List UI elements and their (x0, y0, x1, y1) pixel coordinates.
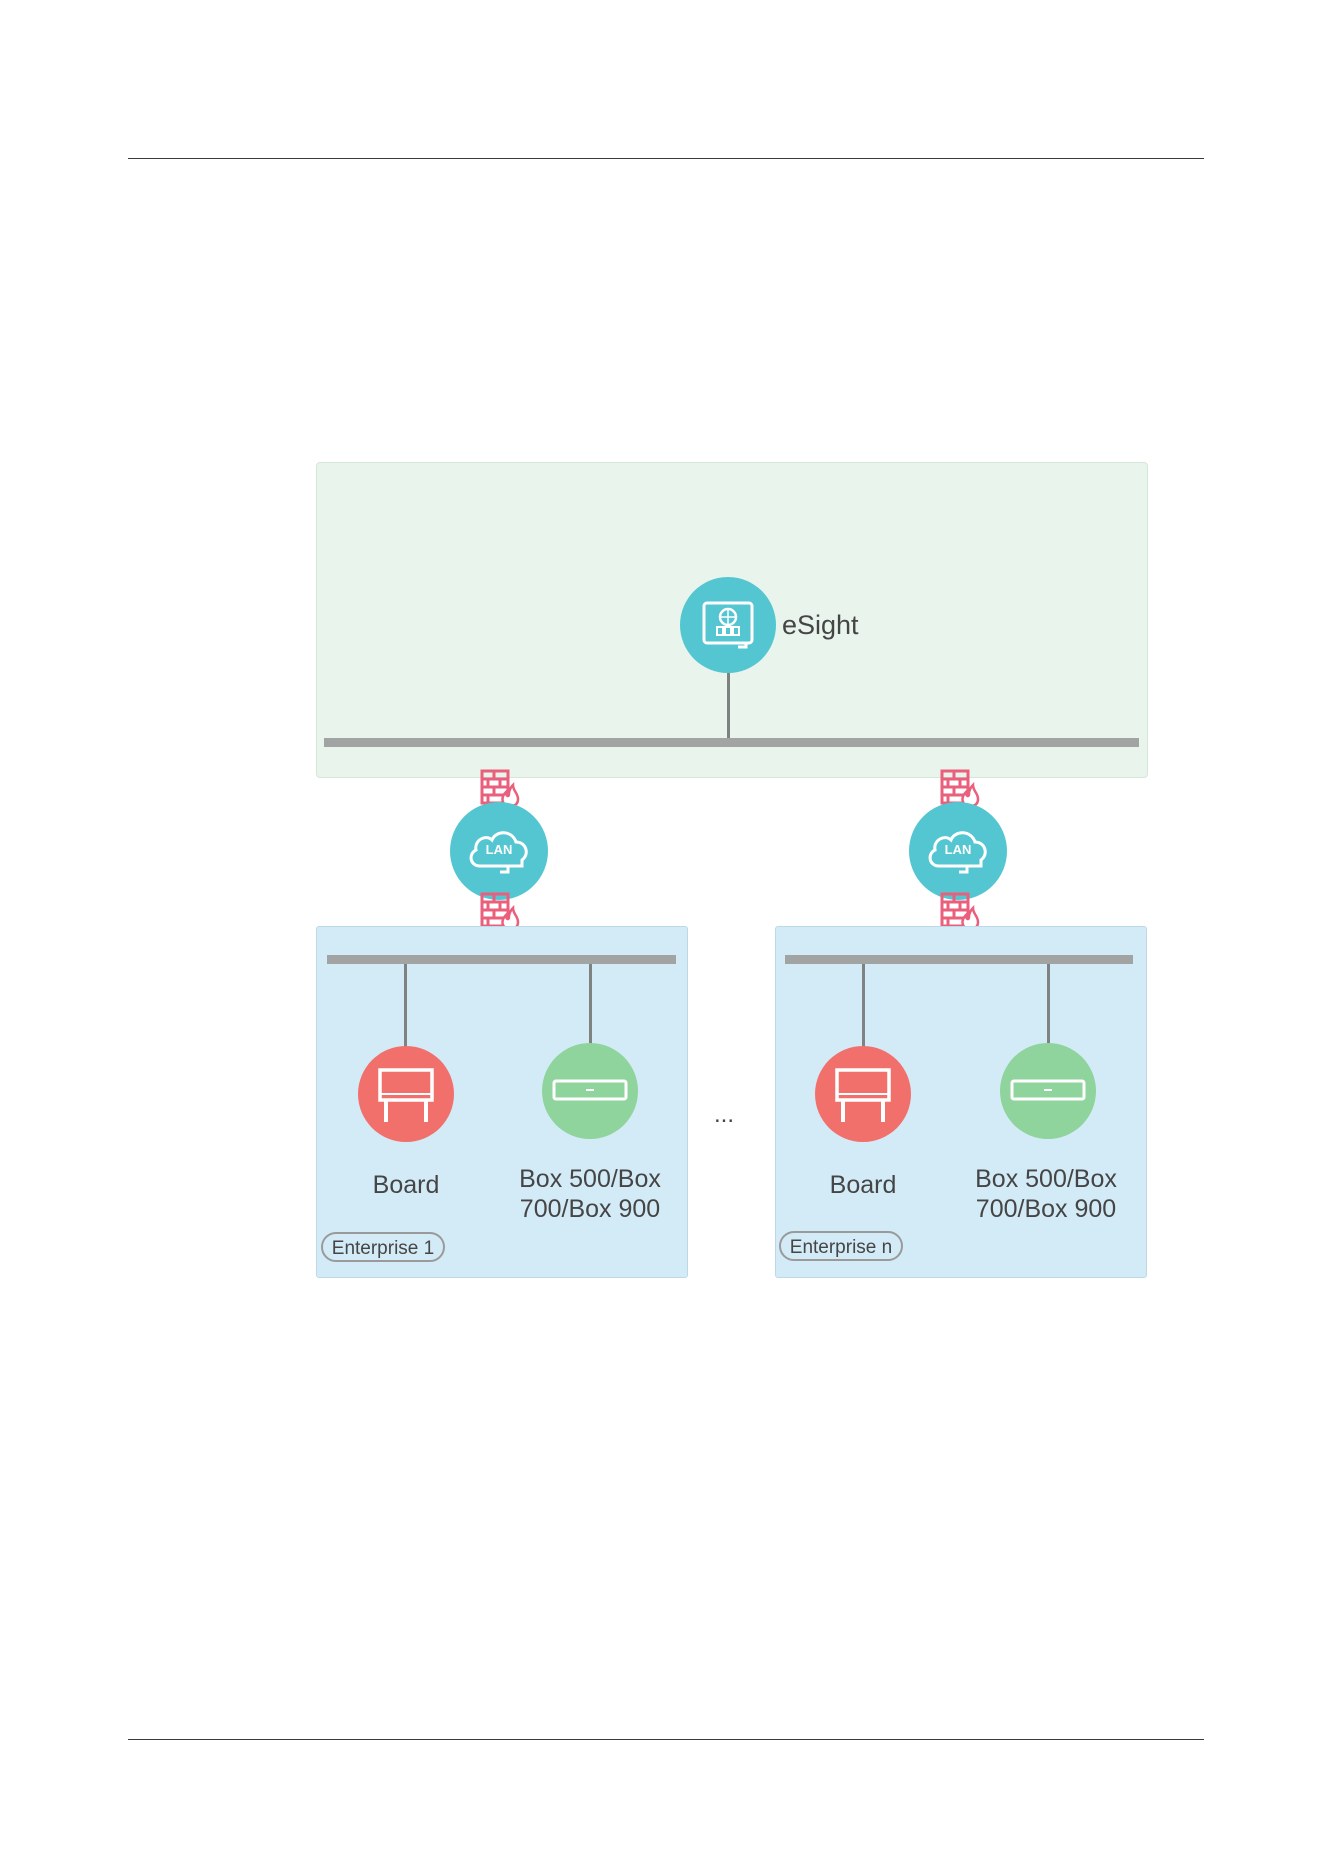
box-link-line (589, 964, 592, 1046)
enterprise-tag-1: Enterprise 1 (321, 1232, 445, 1262)
box-label-line2: 700/Box 900 (956, 1194, 1136, 1224)
board-icon[interactable] (358, 1046, 454, 1142)
video-box-icon[interactable] (542, 1043, 638, 1139)
header-rule (128, 158, 1204, 159)
board-label: Board (803, 1170, 923, 1200)
board-icon[interactable] (815, 1046, 911, 1142)
ellipsis: ... (714, 1100, 734, 1130)
enterprise-bus-n (785, 955, 1133, 964)
lan-cloud-icon[interactable]: LAN (909, 802, 1007, 900)
board-link-line (862, 964, 865, 1050)
server-bus (324, 738, 1139, 747)
esight-server-icon[interactable] (680, 577, 776, 673)
footer-rule (128, 1739, 1204, 1740)
lan-label: LAN (450, 842, 548, 858)
box-label-line2: 700/Box 900 (500, 1194, 680, 1224)
firewall-icon (940, 891, 980, 931)
firewall-icon (480, 891, 520, 931)
enterprise-bus-1 (327, 955, 676, 964)
box-label-line1: Box 500/Box (500, 1164, 680, 1194)
server-link-line (727, 665, 730, 738)
server-label: eSight (782, 610, 859, 640)
box-link-line (1047, 964, 1050, 1046)
board-link-line (404, 964, 407, 1050)
board-label: Board (346, 1170, 466, 1200)
lan-label: LAN (909, 842, 1007, 858)
box-label-line1: Box 500/Box (956, 1164, 1136, 1194)
lan-cloud-icon[interactable]: LAN (450, 802, 548, 900)
enterprise-tag-n: Enterprise n (779, 1231, 903, 1261)
video-box-icon[interactable] (1000, 1043, 1096, 1139)
